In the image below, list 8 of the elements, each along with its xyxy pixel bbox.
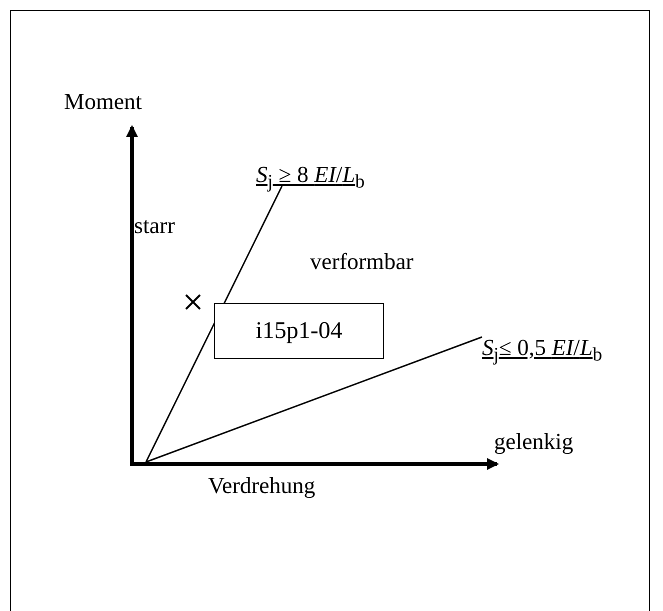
region-label: verformbar <box>310 250 414 273</box>
id-box: i15p1-04 <box>214 303 384 359</box>
axis-label: Moment <box>64 90 142 113</box>
axis-label: Verdrehung <box>208 474 316 497</box>
region-label: starr <box>134 214 175 237</box>
formula: S$_{j}$≤ 0,5 EI/L$_{b}$ <box>482 336 602 365</box>
region-label: gelenkig <box>494 430 574 453</box>
formula: S$_{j}$ ≥ 8 EI/L$_{b}$ <box>256 163 365 192</box>
